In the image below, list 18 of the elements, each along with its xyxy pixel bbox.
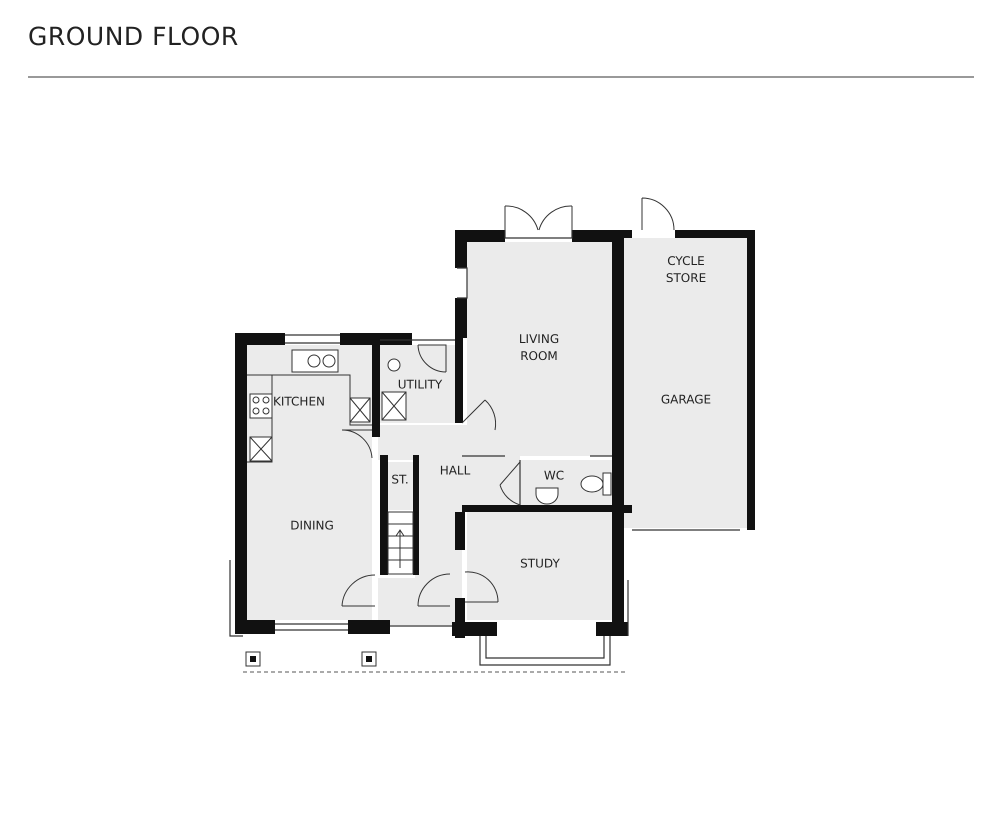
room-floor (247, 440, 372, 620)
room-floor (624, 300, 748, 528)
room-floor (624, 238, 748, 300)
plan-title: GROUND FLOOR (28, 22, 239, 51)
room-label: KITCHEN (272, 394, 326, 410)
room-floor (378, 425, 520, 625)
room-label: GARAGE (660, 392, 712, 408)
room-floor (388, 462, 413, 510)
room-label: LIVING ROOM (518, 331, 560, 365)
room-label: UTILITY (396, 376, 444, 394)
room-label: HALL (438, 462, 472, 480)
room-label: ST. (390, 472, 410, 488)
room-label: DINING (289, 518, 335, 534)
room-floor (467, 512, 612, 620)
room-label: STUDY (519, 556, 561, 572)
room-label: CYCLE STORE (664, 253, 708, 287)
room-floor (467, 242, 612, 456)
room-label: WC (542, 468, 566, 484)
